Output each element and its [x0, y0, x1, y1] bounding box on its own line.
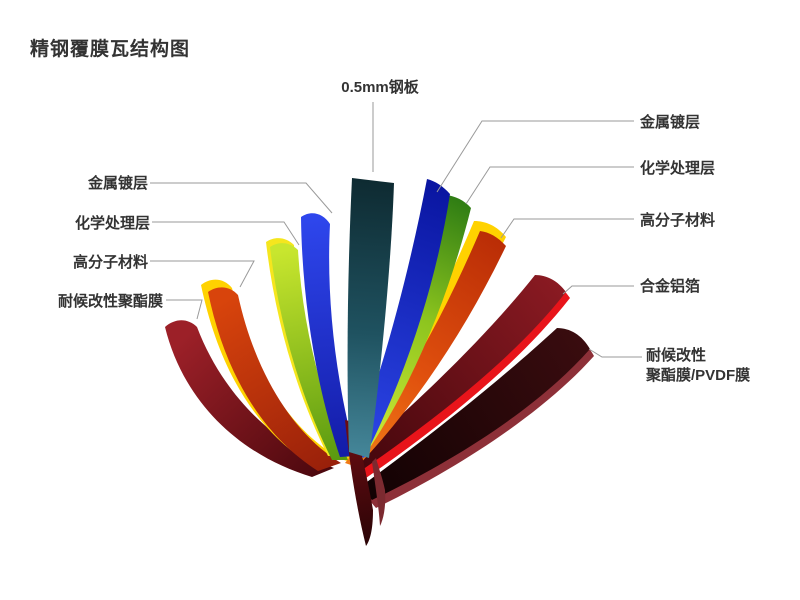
layer-chemical-left-blade [270, 243, 348, 460]
leader-left-chemical [152, 221, 300, 246]
leader-right-metal [436, 120, 634, 193]
layer-metal-coating-left-blade [301, 213, 356, 457]
layer-polymer-left-blade [208, 287, 341, 471]
label-left-polyester-film: 耐候改性聚酯膜 [57, 293, 163, 310]
label-right-chemical-layer: 化学处理层 [640, 160, 716, 177]
label-right-polymer-material: 高分子材料 [640, 212, 716, 229]
layer-polymer-right-blade [345, 231, 506, 467]
leader-left-polyester [166, 299, 203, 320]
bottom-tail-maroon [372, 458, 386, 526]
label-left-polymer-material: 高分子材料 [72, 254, 148, 271]
leader-right-polymer [500, 218, 634, 239]
leader-right-pvdf [588, 348, 642, 358]
leader-right-chemical [465, 166, 634, 205]
layer-polyester-left-blade [165, 320, 334, 477]
label-alloy-aluminum-foil: 合金铝箔 [640, 278, 701, 295]
leader-left-metal [150, 182, 333, 214]
label-pvdf-film: 耐候改性 聚酯膜/PVDF膜 [646, 346, 750, 385]
leader-lines [150, 102, 642, 358]
label-right-metal-coating: 金属镀层 [640, 114, 701, 131]
page-title: 精钢覆膜瓦结构图 [30, 39, 191, 60]
label-steel-plate: 0.5mm钢板 [341, 79, 419, 96]
layer-steel-plate-blade [347, 178, 394, 458]
layer-pvdf-film-blade [360, 328, 590, 500]
label-left-chemical-layer: 化学处理层 [74, 215, 150, 232]
layer-alloy-foil-blade [350, 275, 566, 470]
leader-right-foil [562, 285, 634, 295]
label-pvdf-film-line2: 聚酯膜/PVDF膜 [646, 366, 751, 384]
leader-left-polymer [150, 260, 255, 288]
label-pvdf-film-line1: 耐候改性 [646, 347, 707, 364]
label-left-metal-coating: 金属镀层 [87, 175, 148, 192]
